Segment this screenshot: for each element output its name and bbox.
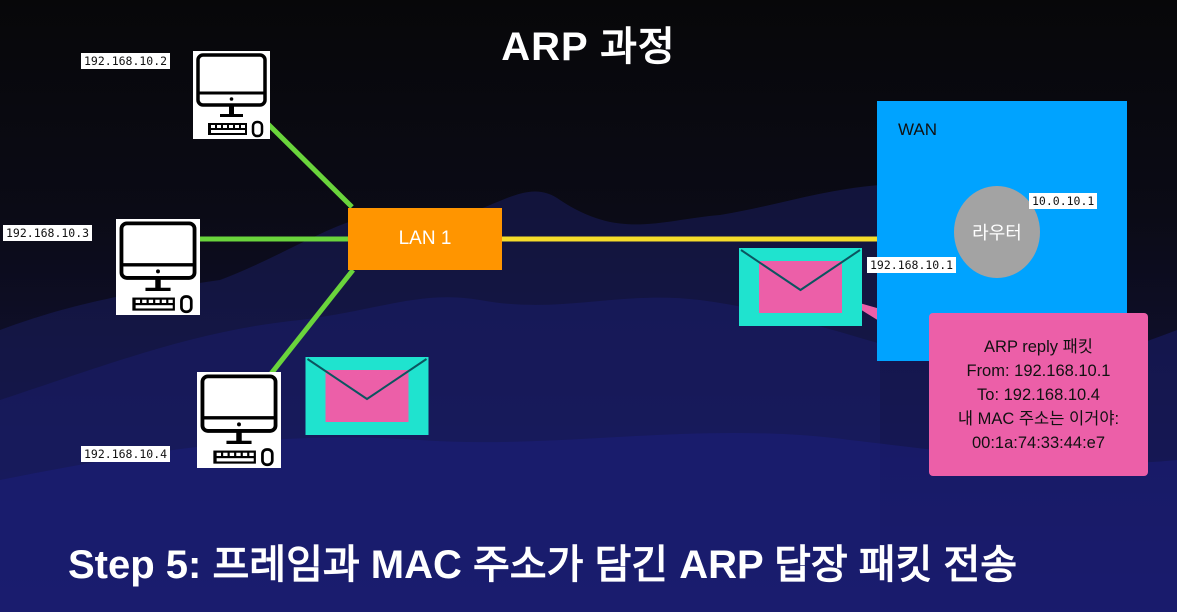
- router-label: 라우터: [972, 223, 1022, 243]
- reply-line: To: 192.168.10.4: [977, 385, 1100, 404]
- host-ip-label: 192.168.10.2: [81, 53, 171, 69]
- envelope-icon: [739, 248, 862, 331]
- page-title: ARP 과정: [501, 25, 676, 69]
- desktop-computer-icon: [197, 372, 281, 468]
- desktop-computer-icon: [193, 51, 270, 139]
- link-host-4: [268, 268, 355, 377]
- arp-reply-callout: ARP reply 패킷 From: 192.168.10.1 To: 192.…: [929, 313, 1148, 476]
- router-lan-ip: 192.168.10.1: [867, 257, 957, 273]
- reply-line: ARP reply 패킷: [984, 337, 1093, 356]
- router-wan-ip: 10.0.10.1: [1029, 193, 1098, 209]
- host-ip-label: 192.168.10.3: [3, 225, 93, 241]
- host-ip-label: 192.168.10.4: [81, 446, 171, 462]
- step-caption: Step 5: 프레임과 MAC 주소가 담긴 ARP 답장 패킷 전송: [68, 543, 1018, 587]
- switch-lan: LAN 1: [348, 208, 502, 270]
- reply-line: From: 192.168.10.1: [966, 361, 1111, 380]
- reply-line: 내 MAC 주소는 이거야:: [957, 409, 1120, 428]
- link-host-2: [266, 122, 354, 209]
- router-node: 라우터: [954, 186, 1040, 278]
- desktop-computer-icon: [116, 219, 200, 315]
- wan-label: WAN: [898, 120, 938, 139]
- envelope-icon: [305, 357, 429, 440]
- reply-line: 00:1a:74:33:44:e7: [971, 433, 1106, 452]
- switch-label: LAN 1: [398, 228, 452, 249]
